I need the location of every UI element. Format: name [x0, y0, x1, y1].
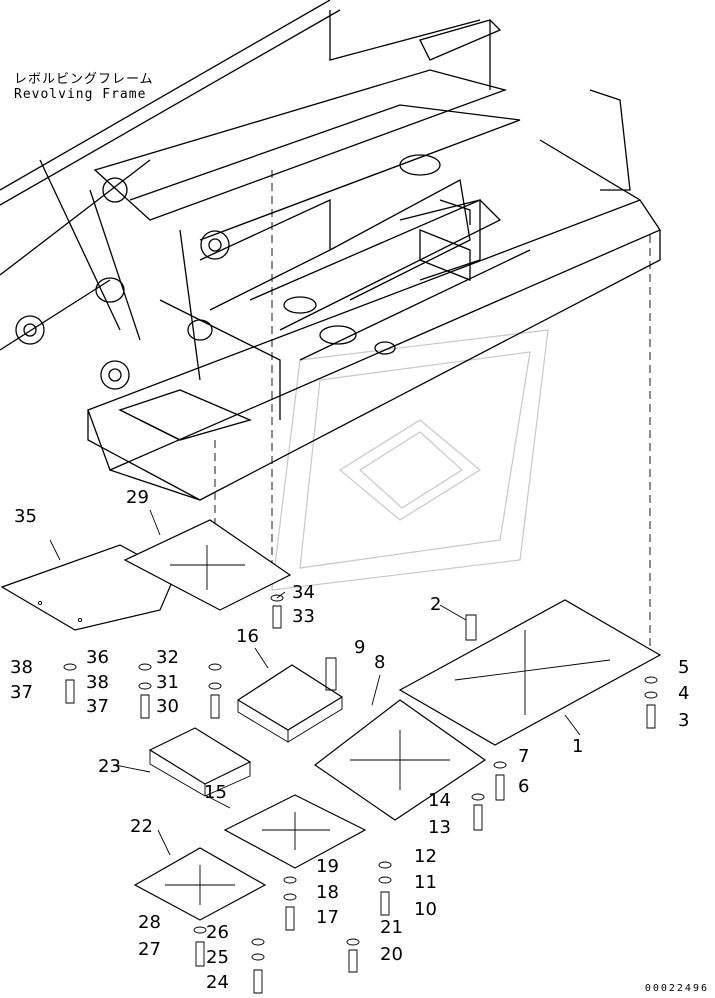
cover-plate-1 [398, 599, 662, 746]
frame-label-english: Revolving Frame [14, 87, 147, 102]
callout-29: 29 [126, 487, 149, 508]
callout-33: 33 [292, 606, 315, 627]
callout-34: 34 [292, 582, 315, 603]
cover-23 [148, 727, 252, 785]
callout-1: 1 [572, 736, 583, 757]
callout-numbers: 1234567891011121314151617181920212223242… [10, 487, 689, 993]
callout-23: 23 [98, 756, 121, 777]
document-number: 00022496 [644, 983, 709, 994]
frame-label-japanese: レボルビングフレーム [14, 72, 154, 87]
callout-38: 38 [10, 657, 33, 678]
callout-9: 9 [354, 637, 365, 658]
callout-10: 10 [414, 899, 437, 920]
callout-37: 37 [86, 696, 109, 717]
callout-18: 18 [316, 882, 339, 903]
revolving-frame [0, 0, 661, 501]
watermark-logo [271, 329, 549, 591]
callout-32: 32 [156, 647, 179, 668]
callout-35: 35 [14, 506, 37, 527]
callout-11: 11 [414, 872, 437, 893]
callout-5: 5 [678, 657, 689, 678]
callout-36: 36 [86, 647, 109, 668]
callout-26: 26 [206, 922, 229, 943]
callout-25: 25 [206, 947, 229, 968]
callout-38: 38 [86, 672, 109, 693]
callout-20: 20 [380, 944, 403, 965]
callout-7: 7 [518, 746, 529, 767]
callout-13: 13 [428, 817, 451, 838]
callout-31: 31 [156, 672, 179, 693]
callout-28: 28 [138, 912, 161, 933]
callout-21: 21 [380, 917, 403, 938]
callout-14: 14 [428, 790, 451, 811]
callout-6: 6 [518, 776, 529, 797]
callout-12: 12 [414, 846, 437, 867]
cover-plate-35 [0, 544, 176, 631]
callout-15: 15 [204, 782, 227, 803]
callout-22: 22 [130, 816, 153, 837]
callout-17: 17 [316, 907, 339, 928]
callout-3: 3 [678, 710, 689, 731]
callout-leaders [49, 509, 581, 856]
callout-2: 2 [430, 594, 441, 615]
callout-24: 24 [206, 972, 229, 993]
fasteners [63, 594, 658, 994]
callout-27: 27 [138, 939, 161, 960]
callout-30: 30 [156, 696, 179, 717]
callout-19: 19 [316, 856, 339, 877]
callout-37: 37 [10, 682, 33, 703]
callout-4: 4 [678, 683, 689, 704]
callout-8: 8 [374, 652, 385, 673]
callout-16: 16 [236, 626, 259, 647]
